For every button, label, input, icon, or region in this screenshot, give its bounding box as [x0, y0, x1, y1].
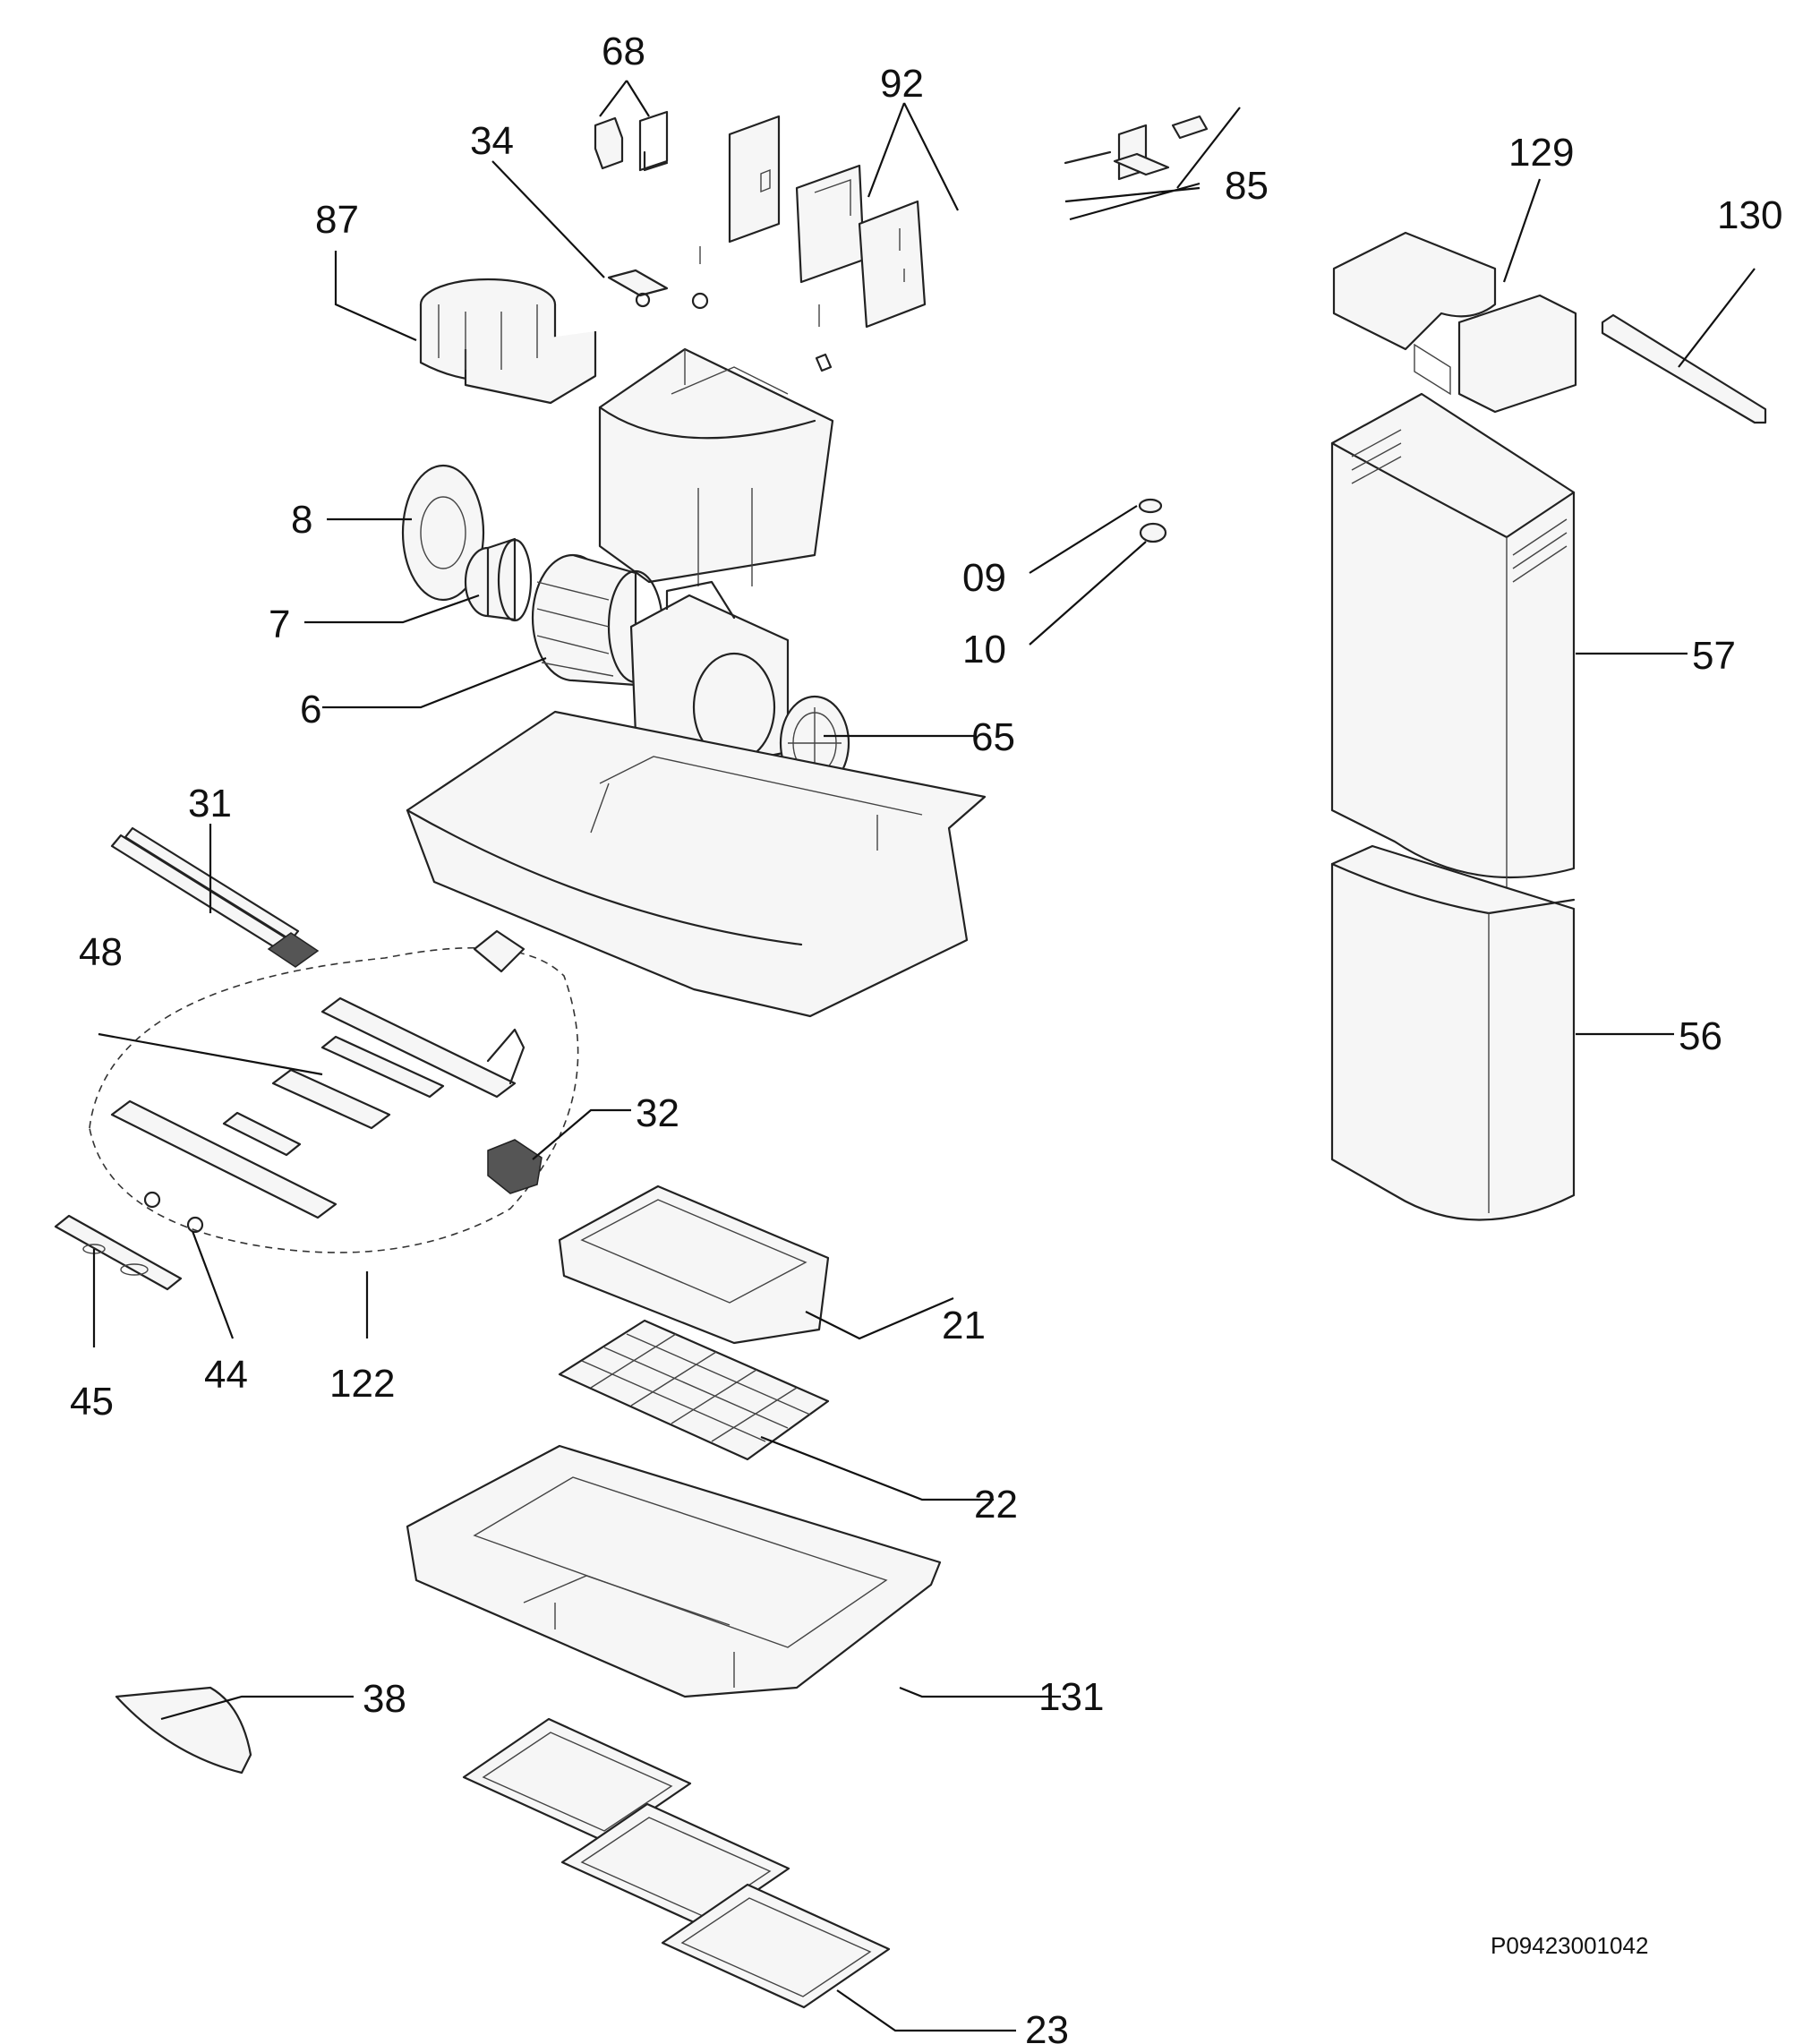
label-23: 23	[1025, 2008, 1069, 2044]
label-6: 6	[300, 688, 321, 731]
part-21	[558, 1184, 830, 1345]
label-32: 32	[636, 1091, 679, 1135]
leader-lines	[92, 80, 1756, 2032]
drawing-code: P09423001042	[1491, 1932, 1648, 1959]
part-56	[1330, 844, 1576, 1221]
label-85: 85	[1225, 164, 1269, 208]
part-labels: 68 92 34 87 85 129 130 8 7 6 09 10 57 65…	[70, 30, 1782, 2044]
part-57	[1330, 392, 1576, 913]
motor-housing	[598, 347, 834, 586]
label-68: 68	[602, 30, 645, 73]
part-131	[406, 1444, 942, 1698]
label-56: 56	[1679, 1014, 1722, 1058]
part-45	[54, 1214, 183, 1291]
label-34: 34	[470, 119, 514, 163]
label-129: 129	[1508, 131, 1574, 175]
part-7	[464, 537, 533, 622]
label-38: 38	[363, 1677, 406, 1721]
part-32	[487, 1139, 543, 1194]
label-8: 8	[291, 498, 312, 542]
label-44: 44	[204, 1353, 248, 1397]
part-122	[89, 929, 579, 1253]
part-85	[1064, 115, 1209, 181]
hood-canopy	[406, 710, 987, 1018]
label-87: 87	[315, 198, 359, 242]
label-22: 22	[974, 1483, 1018, 1527]
part-22	[558, 1319, 830, 1461]
part-129	[1332, 231, 1577, 414]
label-92: 92	[880, 62, 924, 106]
label-10: 10	[962, 628, 1006, 671]
part-23	[462, 1717, 891, 2009]
label-57: 57	[1692, 634, 1736, 678]
label-130: 130	[1717, 193, 1782, 237]
label-122: 122	[329, 1362, 395, 1406]
part-8	[401, 464, 485, 602]
label-21: 21	[942, 1304, 986, 1347]
label-48: 48	[79, 930, 123, 974]
label-7: 7	[269, 603, 290, 646]
part-87	[419, 278, 597, 405]
part-130	[1601, 313, 1767, 424]
label-09: 09	[962, 556, 1006, 600]
part-68	[594, 110, 669, 172]
label-45: 45	[70, 1380, 114, 1424]
label-31: 31	[188, 782, 232, 825]
part-92	[728, 115, 927, 329]
label-65: 65	[971, 715, 1015, 759]
part-34	[607, 246, 833, 372]
part-09-10	[1138, 498, 1167, 543]
part-31	[110, 826, 320, 968]
label-131: 131	[1038, 1675, 1104, 1719]
